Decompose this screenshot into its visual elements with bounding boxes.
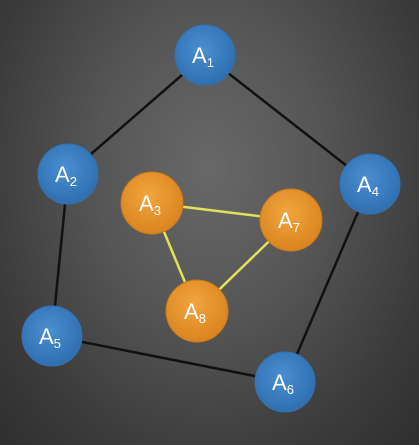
node-circle-a1 [174,24,236,86]
node-letter: A [139,191,154,216]
node-circle-a6 [254,351,316,413]
node-a3: A3 [120,171,184,235]
node-letter: A [184,299,199,324]
node-label-a6: A6 [272,370,294,397]
node-circle-a5 [21,305,83,367]
node-circle-a7 [259,188,323,252]
node-index: 5 [54,336,61,351]
edge-a5-a6 [51,334,286,384]
node-letter: A [278,208,293,233]
node-a7: A7 [259,188,323,252]
node-index: 4 [372,184,379,199]
node-letter: A [272,370,287,395]
node-letter: A [55,162,70,187]
node-a6: A6 [254,351,316,413]
node-label-a7: A7 [278,208,300,235]
node-label-a3: A3 [139,191,161,218]
node-index: 8 [199,311,206,326]
edge-a1-a4 [204,54,371,185]
node-index: 3 [154,203,161,218]
node-a2: A2 [37,143,99,205]
node-letter: A [192,43,207,68]
node-label-a4: A4 [357,172,379,199]
node-index: 1 [207,55,214,70]
node-label-a2: A2 [55,162,77,189]
node-a5: A5 [21,305,83,367]
node-label-a5: A5 [39,324,61,351]
node-circle-a3 [120,171,184,235]
node-circle-a4 [339,153,401,215]
node-index: 2 [70,174,77,189]
node-index: 7 [293,220,300,235]
edge-a4-a6 [283,183,372,383]
node-label-a1: A1 [192,43,214,70]
node-letter: A [357,172,372,197]
node-circle-a2 [37,143,99,205]
node-label-a8: A8 [184,299,206,326]
node-circle-a8 [165,279,229,343]
node-a4: A4 [339,153,401,215]
node-a8: A8 [165,279,229,343]
node-a1: A1 [174,24,236,86]
node-index: 6 [287,382,294,397]
node-letter: A [39,324,54,349]
